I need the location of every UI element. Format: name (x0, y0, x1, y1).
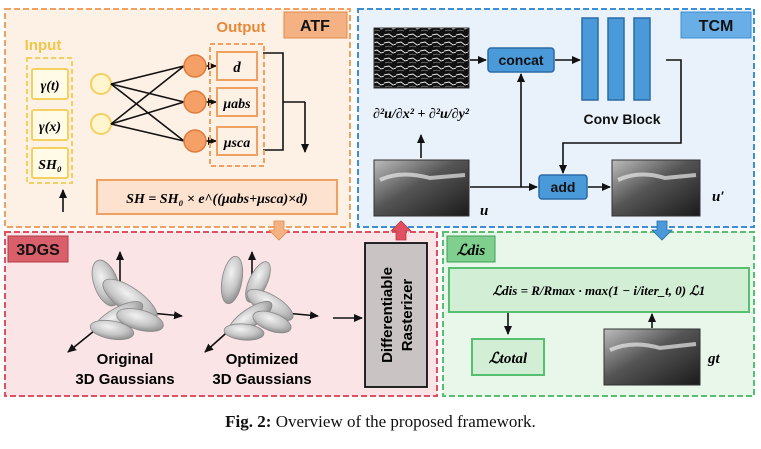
output-node-mu-sca (183, 129, 207, 153)
optimized-label-1: Optimized (226, 351, 299, 368)
gt-image (603, 328, 701, 386)
atf-input-label: Input (25, 37, 62, 54)
loss-equation: ℒdis = R/Rmax · max(1 − i/iter_t, 0) ℒ1 (493, 283, 705, 298)
module-arrows (268, 220, 673, 241)
add-block (538, 174, 588, 200)
caption-text: Overview of the proposed framework. (275, 412, 536, 431)
loss-panel: ℒdis ℒdis = R/Rmax · max(1 − i/iter_t, 0… (442, 231, 755, 397)
conv-layer-2 (607, 17, 625, 101)
atf-input-gamma-x: γ(x) (39, 120, 61, 135)
conv-block-label: Conv Block (583, 111, 660, 127)
laplacian-label: ∂²u/∂x² + ∂²u/∂y² (373, 107, 470, 122)
gt-label: gt (707, 351, 721, 367)
rasterizer-label-1: Differentiable (379, 267, 396, 363)
caption-label: Fig. 2: (225, 412, 272, 431)
input-node-1 (90, 73, 112, 95)
gs3d-title: 3DGS (16, 242, 60, 259)
tcm-title: TCM (699, 18, 734, 35)
original-label-2: 3D Gaussians (75, 371, 174, 388)
tcm-input-var: u (480, 203, 488, 219)
atf-equation: SH = SH₀ × e^((μabs+μsca)×d) (126, 192, 308, 207)
input-image-u (373, 159, 470, 217)
optimized-label-2: 3D Gaussians (212, 371, 311, 388)
atf-input-gamma-t: γ(t) (40, 79, 59, 94)
concat-label: concat (498, 52, 543, 68)
atf-output-d: d (233, 60, 241, 76)
conv-layer-1 (581, 17, 599, 101)
output-node-mu-abs (183, 90, 207, 114)
framework-diagram: ATF Input Output γ(t) γ(x) SH₀ (4, 8, 755, 397)
atf-output-mu-sca: μsca (223, 136, 250, 151)
atf-input-sh0: SH₀ (38, 158, 62, 173)
conv-layer-3 (633, 17, 651, 101)
output-image-u-prime (611, 159, 701, 217)
loss-title: ℒdis (457, 243, 485, 259)
rasterizer-label-2: Rasterizer (399, 279, 416, 352)
atf-output-mu-abs: μabs (222, 97, 251, 112)
atf-output-label: Output (216, 19, 265, 36)
optimized-gaussians (204, 251, 319, 353)
input-node-2 (90, 113, 112, 135)
concat-block (487, 47, 555, 73)
gs3d-panel: 3DGS Original 3D Gaussians (4, 231, 438, 397)
loss-total: ℒtotal (489, 351, 528, 367)
laplacian-image (373, 27, 470, 89)
rasterizer-block (364, 242, 428, 388)
add-label: add (551, 179, 576, 195)
atf-title: ATF (300, 18, 330, 35)
tcm-panel: TCM ∂²u/∂x² + ∂²u/∂y² u concat Conv Bloc… (357, 8, 755, 228)
original-gaussians (67, 251, 183, 353)
output-node-d (183, 54, 207, 78)
tcm-arrows (417, 56, 682, 191)
figure-caption: Fig. 2: Overview of the proposed framewo… (0, 412, 761, 432)
original-label-1: Original (97, 351, 154, 368)
tcm-output-var: u′ (712, 189, 725, 205)
atf-panel: ATF Input Output γ(t) γ(x) SH₀ (4, 8, 351, 228)
